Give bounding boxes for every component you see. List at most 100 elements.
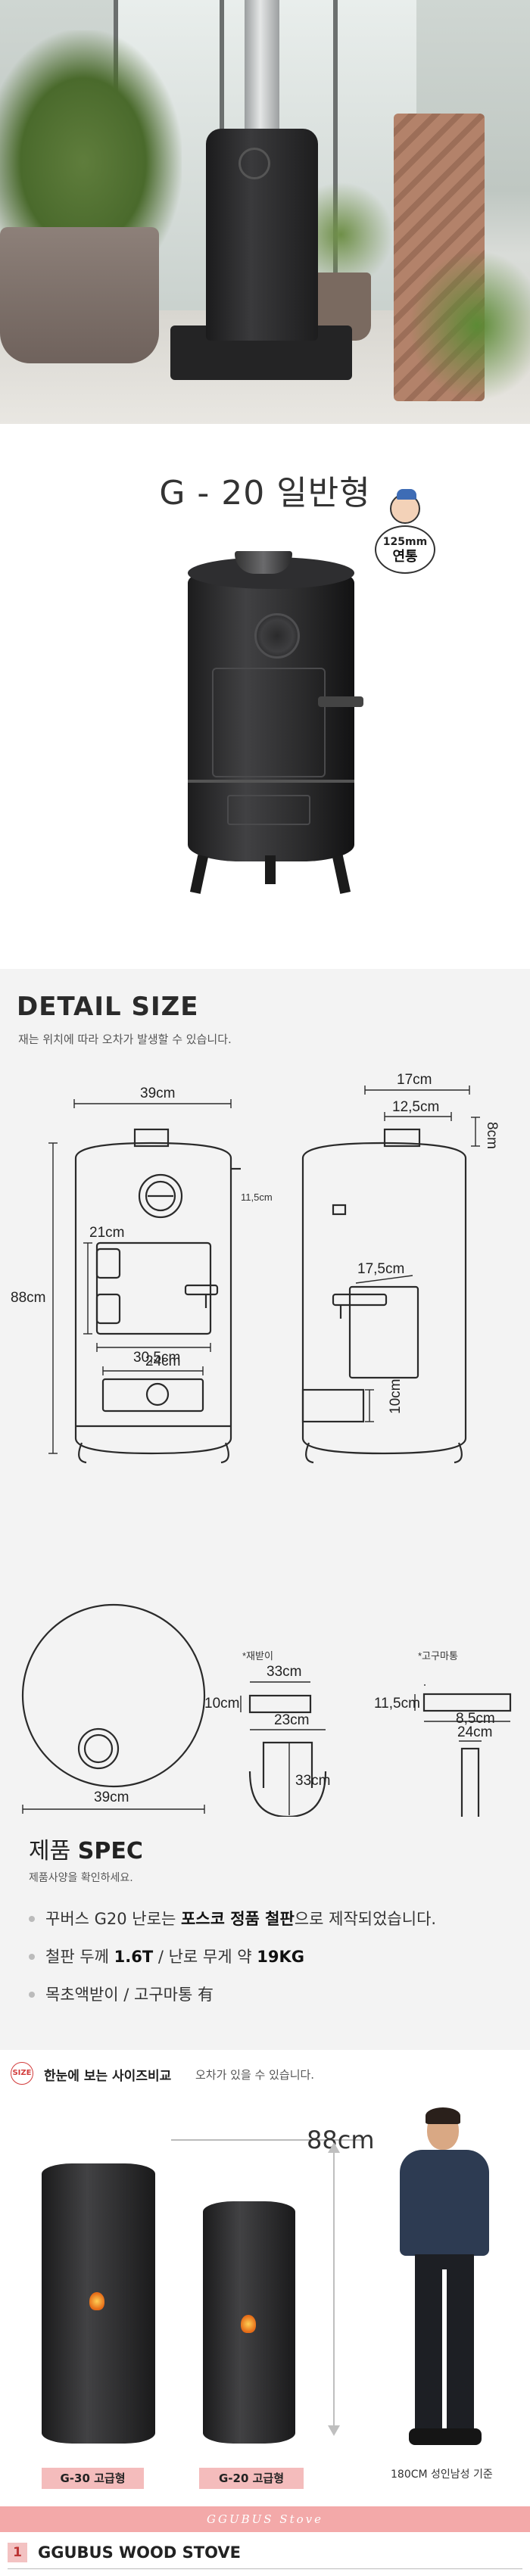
dim-ash-tray-height: 10cm (204, 1696, 239, 1712)
dim-front-height: 88cm (11, 1290, 45, 1306)
ash-tray-top (248, 1694, 312, 1714)
dim-ash-tray-length: 33cm (267, 1664, 301, 1680)
front-collar-outline (133, 1128, 170, 1148)
flue-bubble: 125mm 연통 (375, 525, 435, 574)
height-reference-line (171, 2139, 364, 2141)
compare-heading: 한눈에 보는 사이즈비교 (44, 2069, 172, 2084)
stove-g20-image (203, 2201, 295, 2444)
spec-text-bold: 1.6T (114, 1948, 154, 1966)
compare-note: 오차가 있을 수 있습니다. (195, 2068, 315, 2082)
spec-text: / 난로 무게 약 (153, 1948, 257, 1966)
flue-word: 연통 (392, 549, 418, 565)
spec-line-weight: 철판 두께 1.6T / 난로 무게 약 19KG (29, 1944, 513, 1982)
roaster-top (422, 1693, 512, 1712)
window-frame (333, 0, 338, 318)
arrow-down-icon (328, 2425, 340, 2436)
brand-bar: GGUBUS Stove (0, 2506, 530, 2532)
stove-leg (265, 855, 276, 884)
spec-heading-en: SPEC (77, 1838, 143, 1864)
front-feet (78, 1442, 229, 1464)
hero-photo (0, 0, 530, 424)
dim-roaster-height: 11,5cm (374, 1696, 420, 1712)
section-header: 1 GGUBUS WOOD STOVE (0, 2532, 530, 2576)
person-legs (415, 2254, 474, 2428)
stove-leg (332, 855, 351, 894)
detail-section: DETAIL SIZE 재는 위치에 따라 오차가 발생할 수 있습니다. (0, 969, 530, 2050)
side-handle-stub (332, 1204, 347, 1216)
section-name: GGUBUS WOOD STOVE (38, 2543, 241, 2562)
size-tag: SIZE (11, 2062, 33, 2085)
fire-icon (241, 2315, 256, 2333)
side-body-outline (301, 1142, 467, 1455)
dim-ash-tray-width: 23cm (274, 1712, 309, 1728)
spec-text: 목초액받이 / 고구마통 有 (45, 1986, 214, 2004)
door-handle (318, 696, 363, 707)
stove-porthole (254, 613, 300, 659)
ash-tray-box (262, 1741, 313, 1788)
front-door-outline (95, 1241, 212, 1335)
spec-line-accessories: 목초액받이 / 고구마통 有 (29, 1982, 513, 2020)
dim-side-top: 17cm (397, 1072, 432, 1088)
dim-side-ash: 10cm (388, 1379, 404, 1414)
front-damper-outline (145, 1382, 170, 1406)
stove-g30-image (42, 2163, 155, 2444)
section-number: 1 (8, 2543, 27, 2562)
fire-icon (89, 2292, 104, 2310)
hinge-bottom (95, 1293, 121, 1325)
dim-top-diameter: 39cm (94, 1789, 129, 1805)
section-rule (8, 2568, 522, 2569)
spec-text: 철판 두께 (45, 1948, 114, 1966)
height-line (333, 2147, 335, 2427)
mascot-head (390, 489, 420, 524)
spec-subtitle: 제품사양을 확인하세요. (29, 1872, 133, 1884)
roaster-side (460, 1747, 480, 1817)
spec-line-material: 꾸버스 G20 난로는 포스코 정품 철판으로 제작되었습니다. (29, 1906, 513, 1944)
size-compare-section: SIZE 한눈에 보는 사이즈비교 오차가 있을 수 있습니다. 88cm G-… (0, 2050, 530, 2506)
plant-left (0, 30, 182, 250)
model-name: G - 20 일반형 (159, 474, 371, 512)
detail-note: 재는 위치에 따라 오차가 발생할 수 있습니다. (18, 1033, 232, 1046)
dim-front-width: 39cm (140, 1086, 175, 1101)
front-porthole-inner (145, 1180, 176, 1212)
flue-size: 125mm (382, 536, 428, 548)
label-g30: G-30 고급형 (42, 2468, 144, 2489)
detail-title: DETAIL SIZE (17, 992, 199, 1022)
spec-text-bold: 19KG (257, 1948, 304, 1966)
front-porthole-outline (138, 1173, 183, 1219)
stove-leg (189, 855, 209, 894)
spec-text: 꾸버스 G20 난로는 (45, 1910, 181, 1928)
side-ash-outline (301, 1388, 365, 1423)
dim-roaster-length: 24cm (457, 1724, 492, 1740)
ash-tray-curve (248, 1771, 327, 1817)
stove-porthole (238, 148, 270, 179)
ash-tray-label: *재받이 (242, 1650, 273, 1662)
person-figure (392, 2107, 498, 2451)
stove-band (188, 780, 354, 783)
dim-side-handle: 17,5cm (357, 1261, 404, 1277)
stove-collar (235, 551, 292, 574)
person-shoes (409, 2428, 482, 2445)
top-view-collar-inner (83, 1733, 114, 1764)
plant-right (409, 250, 530, 401)
side-feet (305, 1442, 463, 1464)
dim-side-collar: 12,5cm (392, 1099, 439, 1115)
spec-text-bold: 포스코 정품 철판 (180, 1910, 295, 1928)
mascot-hat (397, 489, 416, 500)
dim-side-collar-height: 8cm (484, 1122, 500, 1149)
front-ash-outline (101, 1378, 204, 1413)
dim-door-height: 21cm (89, 1225, 124, 1241)
top-view-collar (77, 1727, 120, 1770)
spec-heading-ko: 제품 (29, 1838, 71, 1864)
top-view-circle (21, 1603, 206, 1788)
model-section: G - 20 일반형 125mm 연통 (0, 424, 530, 969)
label-g20: G-20 고급형 (199, 2468, 304, 2489)
dim-ash-width-html: 30,5cm (133, 1350, 181, 1366)
dim-front-stub: 11,5cm (241, 1191, 273, 1203)
side-door-outline (348, 1285, 419, 1379)
spec-list: 꾸버스 G20 난로는 포스코 정품 철판으로 제작되었습니다. 철판 두께 1… (29, 1906, 513, 2020)
compare-height: 88cm (307, 2126, 375, 2154)
dimension-drawings: 39cm 88cm 21cm 24cm 30,5cm 30,5cm 30,5cm… (11, 1072, 512, 1817)
person-hair (426, 2107, 460, 2124)
dim-door-width: 24cm (145, 1353, 180, 1369)
side-handle-outline (332, 1293, 388, 1307)
